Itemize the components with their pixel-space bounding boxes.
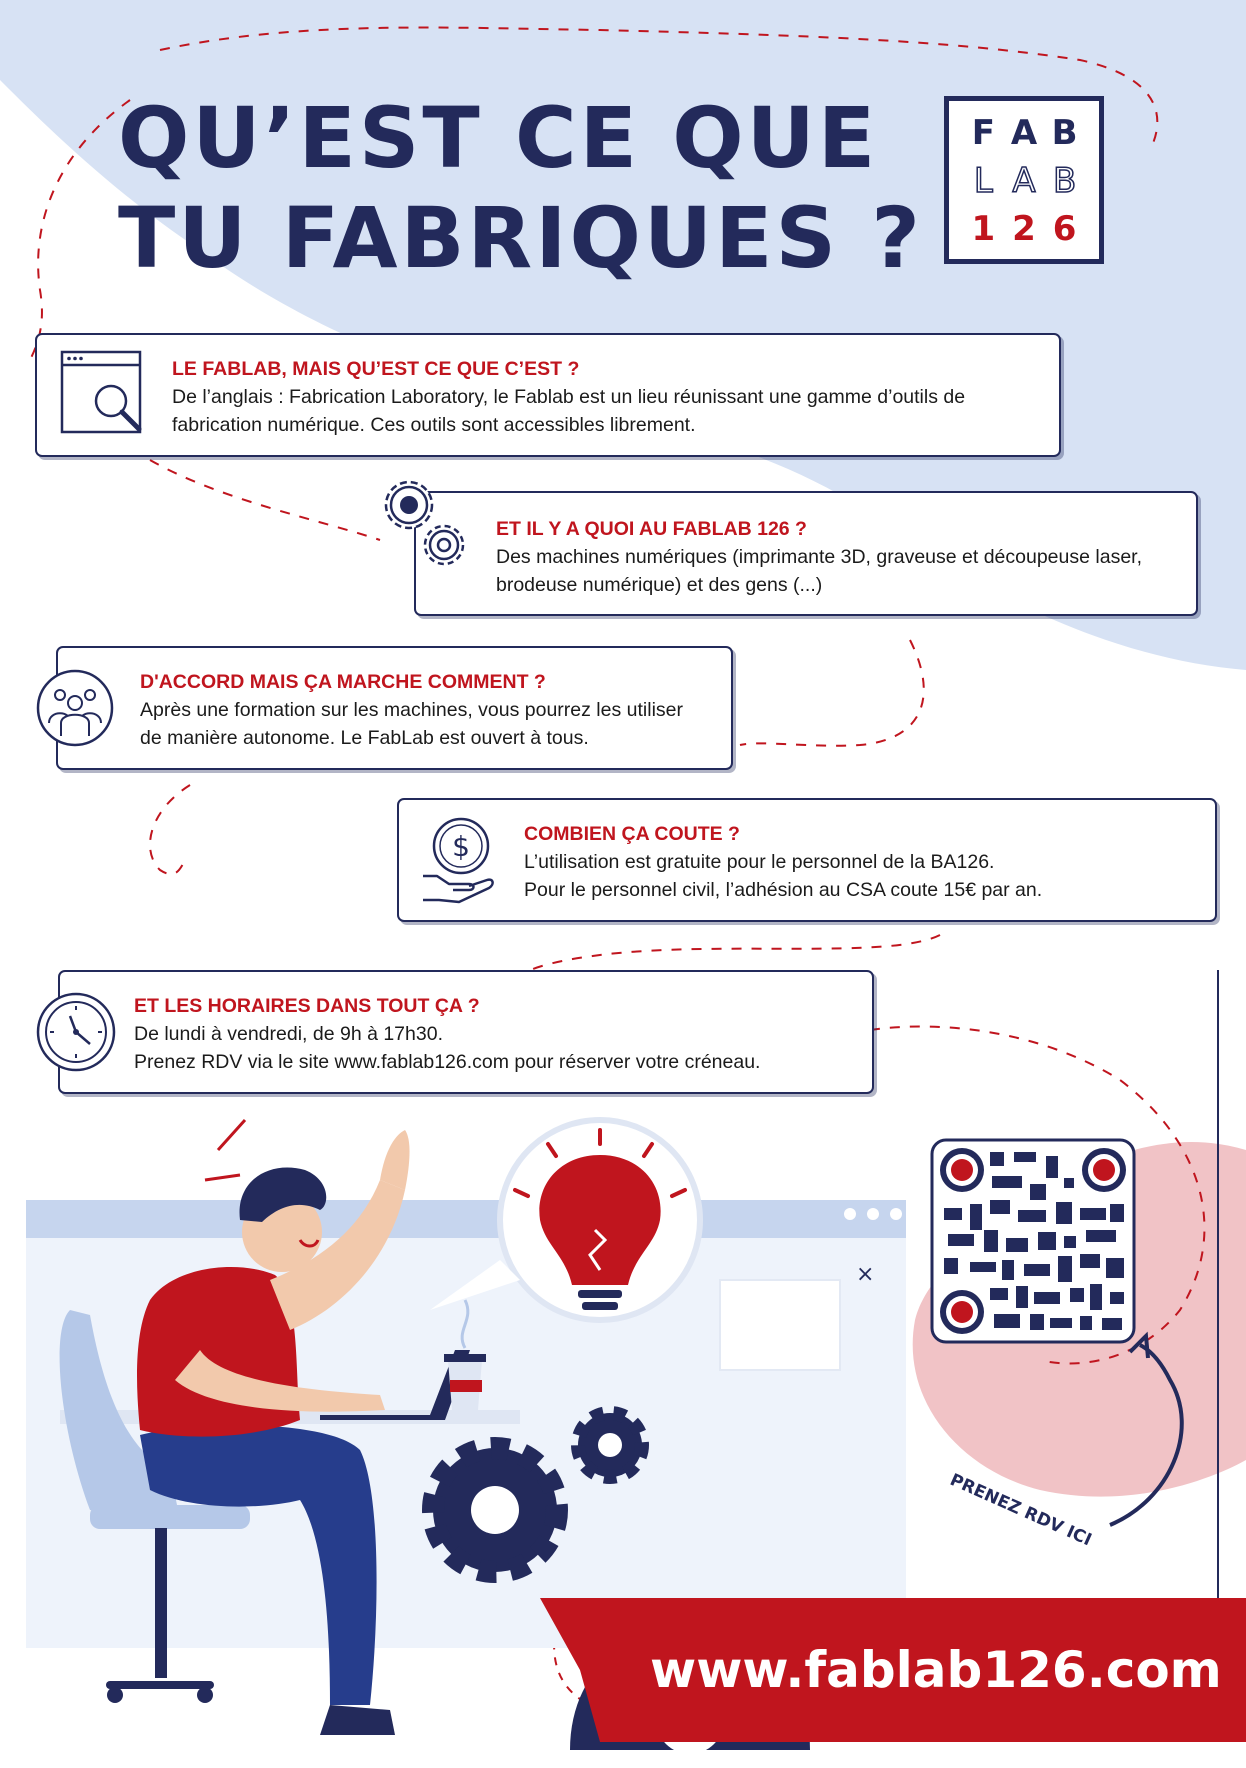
logo-digit: 6 xyxy=(1052,209,1077,249)
card-text-line: Prenez RDV via le site www.fablab126.com… xyxy=(134,1051,761,1073)
svg-text:$: $ xyxy=(452,830,470,863)
curved-arrow-icon xyxy=(1109,1331,1184,1527)
card-text-line: De lundi à vendredi, de 9h à 17h30. xyxy=(134,1023,443,1045)
card-text-line: Des machines numériques (imprimante 3D, … xyxy=(496,546,1142,568)
card-text-line: brodeuse numérique) et des gens (...) xyxy=(496,574,823,596)
fablab-logo: F A B L A B 1 2 6 xyxy=(944,96,1104,264)
logo-letter: A xyxy=(1010,113,1038,153)
website-banner-shape xyxy=(540,1598,1246,1742)
website-url[interactable]: www.fablab126.com xyxy=(650,1641,1222,1699)
card-text-line: Après une formation sur les machines, vo… xyxy=(140,699,683,721)
info-card-what-is-fablab: LE FABLAB, MAIS QU’EST CE QUE C’EST ? De… xyxy=(35,333,1061,457)
logo-row-1: F A B xyxy=(949,113,1099,153)
card-text-line: de manière autonome. Le FabLab est ouver… xyxy=(140,727,589,749)
browser-search-icon xyxy=(60,350,142,434)
info-card-cost: $ COMBIEN ÇA COUTE ? L’utilisation est g… xyxy=(397,798,1217,922)
logo-letter: F xyxy=(971,113,995,153)
qr-code[interactable] xyxy=(930,1138,1136,1344)
info-card-hours: ET LES HORAIRES DANS TOUT ÇA ? De lundi … xyxy=(36,970,874,1094)
title-line-2: TU FABRIQUES ? xyxy=(118,189,923,287)
card-title: LE FABLAB, MAIS QU’EST CE QUE C’EST ? xyxy=(172,358,580,380)
card-text-line: De l’anglais : Fabrication Laboratory, l… xyxy=(172,386,966,408)
card-text-line: fabrication numérique. Ces outils sont a… xyxy=(172,414,696,436)
card-title: ET IL Y A QUOI AU FABLAB 126 ? xyxy=(496,518,807,540)
logo-digit: 1 xyxy=(971,209,996,249)
logo-letter: B xyxy=(1052,160,1077,202)
title-line-1: QU’EST CE QUE xyxy=(118,89,879,187)
card-title: COMBIEN ÇA COUTE ? xyxy=(524,823,740,845)
card-text-line: Pour le personnel civil, l’adhésion au C… xyxy=(524,879,1043,901)
info-card-how-it-works: D'ACCORD MAIS ÇA MARCHE COMMENT ? Après … xyxy=(36,646,733,770)
gears-icon xyxy=(384,480,465,566)
illustration xyxy=(26,1117,906,1754)
card-title: ET LES HORAIRES DANS TOUT ÇA ? xyxy=(134,995,480,1017)
hand-money-icon: $ xyxy=(423,817,494,904)
card-title: D'ACCORD MAIS ÇA MARCHE COMMENT ? xyxy=(140,671,546,693)
logo-letter: B xyxy=(1051,113,1078,153)
info-card-equipment: ET IL Y A QUOI AU FABLAB 126 ? Des machi… xyxy=(414,491,1198,616)
logo-digit: 2 xyxy=(1012,209,1036,249)
logo-letter: L xyxy=(973,160,993,202)
logo-row-3: 1 2 6 xyxy=(949,209,1099,249)
logo-letter: A xyxy=(1012,160,1037,202)
logo-row-2: L A B xyxy=(949,160,1099,202)
page-title: QU’EST CE QUE TU FABRIQUES ? xyxy=(118,88,923,288)
people-group-icon xyxy=(36,669,114,747)
clock-icon xyxy=(36,992,116,1072)
card-text-line: L’utilisation est gratuite pour le perso… xyxy=(524,851,995,873)
window-close-icon[interactable]: × xyxy=(856,1262,875,1287)
